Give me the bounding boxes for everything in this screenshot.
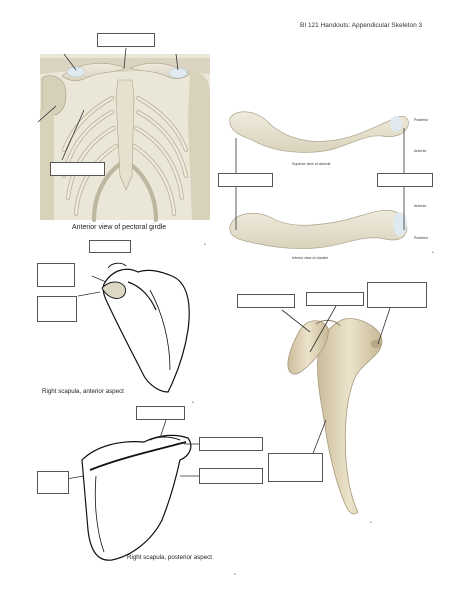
scapula-photo-label-box-4[interactable] [268, 453, 323, 482]
clavicle-panel [229, 111, 409, 249]
caption-superior-clavicle: Superior view of clavicle [292, 162, 331, 166]
caption-pectoral-girdle: Anterior view of pectoral girdle [72, 224, 167, 231]
scapula-posterior-label-box-3[interactable] [199, 468, 263, 484]
page-mark-2: a [432, 250, 434, 254]
clavicle-label-posterior-bottom: Posterior [414, 236, 429, 240]
scapula-posterior-label-box-2[interactable] [199, 437, 263, 451]
clavicle-label-box-left[interactable] [218, 173, 273, 187]
inferior-clavicle-shape [229, 210, 408, 249]
scapula-anterior-label-box-2[interactable] [37, 263, 75, 287]
scapula-photo-label-box-3[interactable] [367, 282, 427, 308]
handout-header: BI 121 Handouts: Appendicular Skeleton 3 [300, 22, 423, 29]
caption-scapula-anterior: Right scapula, anterior aspect [42, 388, 124, 395]
page-mark-4: a [370, 520, 372, 524]
scapula-anterior-drawing [77, 262, 190, 393]
clavicle-label-box-right[interactable] [377, 173, 433, 187]
scapula-photo-label-box-1[interactable] [237, 294, 295, 308]
page-mark-5: a [234, 572, 236, 576]
pectoral-label-box-middle[interactable] [50, 162, 105, 176]
scapula-anterior-label-box-1[interactable] [89, 240, 131, 253]
page-mark-1: a [204, 242, 206, 246]
superior-clavicle-shape [229, 111, 409, 153]
pectoral-girdle-panel [37, 47, 210, 223]
scapula-posterior-label-box-4[interactable] [37, 471, 69, 494]
scapula-photo [281, 305, 391, 515]
caption-scapula-posterior: Right scapula, posterior aspect [127, 554, 212, 561]
scapula-posterior-label-box-1[interactable] [136, 406, 185, 420]
clavicle-label-anterior-bottom: Anterior [414, 204, 427, 208]
pectoral-label-box-top[interactable] [97, 33, 155, 47]
clavicle-label-posterior-top: Posterior [414, 118, 429, 122]
clavicle-label-anterior-top: Anterior [414, 149, 427, 153]
scapula-photo-label-box-2[interactable] [306, 292, 364, 306]
caption-inferior-clavicle: Inferior view of clavicle [292, 256, 329, 260]
left-ac-cartilage [66, 66, 86, 78]
scapula-posterior-drawing [59, 419, 200, 561]
page-mark-3: a [192, 400, 194, 404]
scapula-anterior-label-box-3[interactable] [37, 296, 77, 322]
